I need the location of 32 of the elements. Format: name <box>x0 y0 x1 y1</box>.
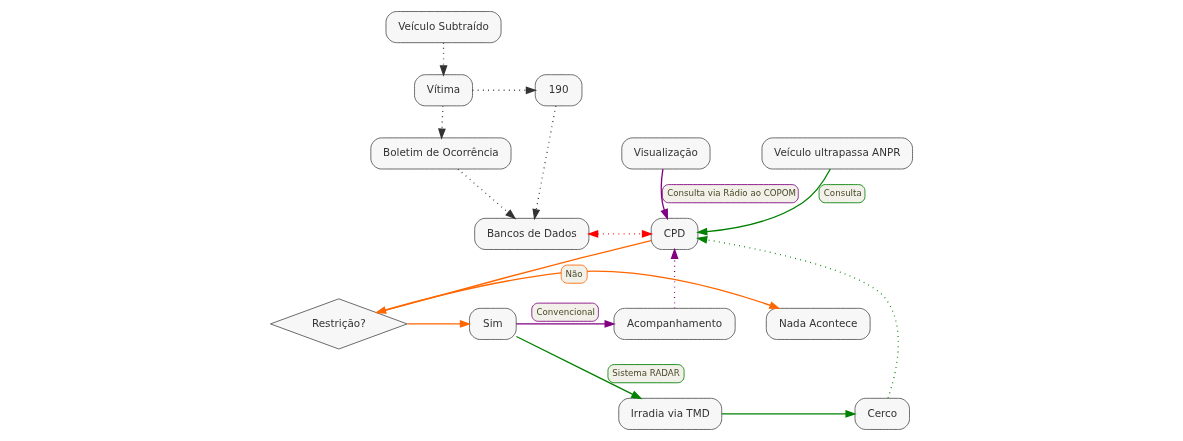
arrow <box>660 168 669 221</box>
node-box: Irradia via TMD <box>618 397 723 430</box>
node-box: Sim <box>469 307 517 340</box>
edge-label: Não <box>565 268 583 279</box>
arrow <box>457 168 517 220</box>
node-box: Cerco <box>854 397 910 430</box>
node-box: Veículo Subtraído <box>385 11 502 44</box>
edge-label: Consulta <box>823 188 862 199</box>
arrow <box>515 335 643 400</box>
edge-label: Convencional <box>536 306 595 317</box>
node-box: Visualização <box>621 137 711 170</box>
node-box: Nada Acontece <box>765 307 871 340</box>
edge-label: Sistema RADAR <box>612 368 680 379</box>
arrow <box>696 168 832 236</box>
arrow <box>532 105 557 221</box>
arrow <box>721 409 857 418</box>
arrow <box>439 42 448 77</box>
node-box: Boletim de Ocorrência <box>370 137 512 170</box>
arrow <box>438 105 446 140</box>
node-box: Acompanhamento <box>613 307 736 340</box>
node-box: Veículo ultrapassa ANPR <box>761 137 913 170</box>
node-box: Bancos de Dados <box>474 217 590 250</box>
arrow <box>696 235 899 399</box>
arrow <box>406 319 472 328</box>
edge-label: Consulta via Rádio ao COPOM <box>667 188 797 199</box>
arrow <box>515 319 616 328</box>
node-box: Vítima <box>414 74 473 107</box>
node-box: CPD <box>650 217 699 250</box>
arrow <box>670 247 679 309</box>
arrow <box>587 229 654 238</box>
node-box: 190 <box>534 74 583 107</box>
node-diamond: Restrição? <box>270 298 408 350</box>
